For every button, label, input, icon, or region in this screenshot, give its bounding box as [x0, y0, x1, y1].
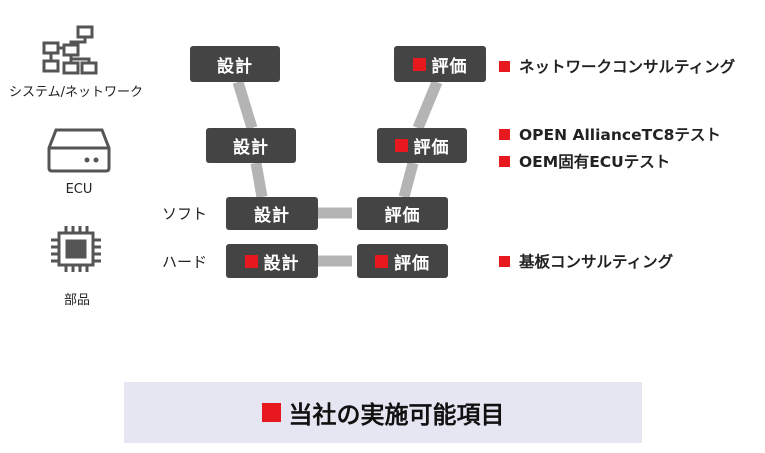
- service-board-consulting: 基板コンサルティング: [499, 250, 673, 272]
- capability-marker: [375, 254, 388, 268]
- ecu-icon: [47, 128, 111, 173]
- capability-marker: [244, 254, 258, 268]
- soft-design-label: 設計: [254, 206, 290, 226]
- legend-marker: [261, 403, 281, 422]
- soft-design-box: 設計: [226, 197, 318, 230]
- service-oem-ecu-test: OEM固有ECUテスト: [499, 150, 670, 172]
- system-design-label: 設計: [217, 56, 253, 77]
- chip-icon: [51, 226, 101, 272]
- soft-eval-box: 評価: [357, 197, 448, 230]
- row-label-soft: ソフト: [162, 205, 208, 223]
- capability-marker: [499, 255, 510, 267]
- network-icon: [42, 25, 98, 75]
- connector-soft-ecu-eval: [398, 161, 419, 199]
- capability-marker: [499, 155, 510, 167]
- connector-ecu-soft-design: [250, 162, 268, 198]
- soft-eval-label: 評価: [384, 206, 421, 226]
- icon-label-ecu: ECU: [65, 182, 93, 197]
- system-eval-label: 評価: [431, 56, 468, 77]
- ecu-design-label: 設計: [233, 138, 269, 158]
- connector-ecu-system-eval: [412, 79, 443, 131]
- ecu-design-box: 設計: [206, 128, 296, 163]
- service-label: OPEN AllianceTC8テスト: [519, 126, 721, 144]
- service-label: OEM固有ECUテスト: [519, 153, 671, 171]
- system-eval-box: 評価: [394, 46, 486, 82]
- capability-marker: [499, 60, 510, 72]
- capability-marker: [412, 57, 426, 71]
- service-network-consulting: ネットワークコンサルティング: [499, 55, 735, 77]
- service-open-alliance-tc8: OPEN AllianceTC8テスト: [499, 123, 721, 145]
- hard-eval-label: 評価: [394, 253, 430, 274]
- ecu-eval-label: 評価: [413, 138, 450, 158]
- service-label: 基板コンサルティング: [519, 253, 674, 271]
- legend-banner: 当社の実施可能項目: [124, 382, 642, 443]
- ecu-eval-box: 評価: [377, 128, 467, 163]
- icon-label-system: システム/ネットワーク: [9, 85, 143, 100]
- legend-text: 当社の実施可能項目: [288, 401, 505, 429]
- capability-marker: [499, 128, 510, 140]
- capability-marker: [394, 139, 408, 152]
- hard-eval-box: 評価: [357, 244, 448, 278]
- icon-label-parts: 部品: [63, 293, 90, 308]
- connector-system-ecu-design: [232, 80, 258, 130]
- service-label: ネットワークコンサルティング: [519, 58, 736, 76]
- hard-design-label: 設計: [263, 253, 300, 274]
- system-design-box: 設計: [190, 46, 280, 82]
- row-label-hard: ハード: [162, 253, 208, 271]
- hard-design-box: 設計: [226, 244, 318, 278]
